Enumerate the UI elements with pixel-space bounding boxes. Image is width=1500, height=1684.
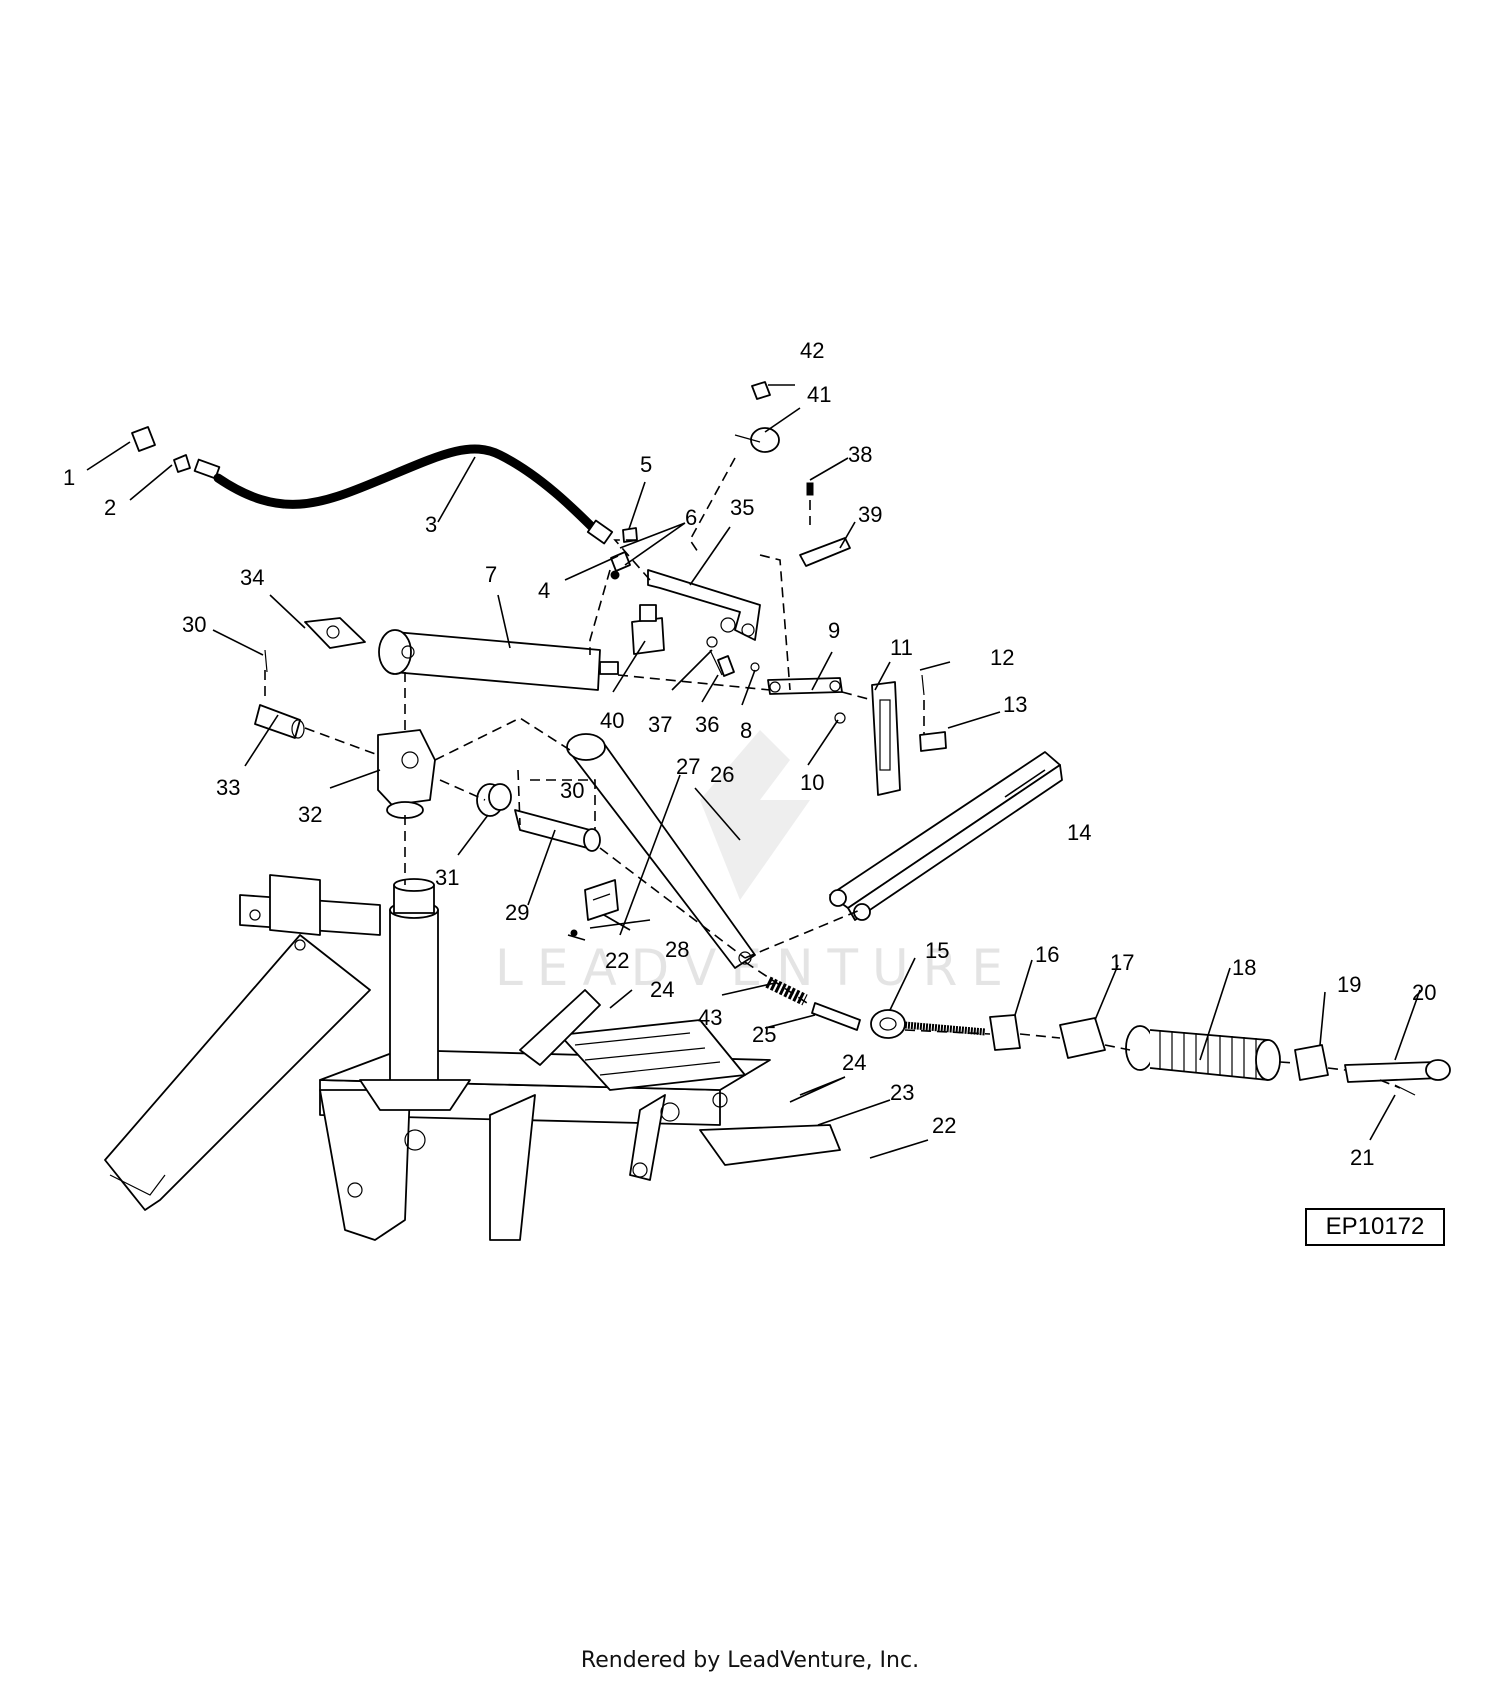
callout-1: 1 [63,465,75,490]
callout-29: 29 [505,900,529,925]
callout-25: 25 [752,1022,776,1047]
callout-19: 19 [1337,972,1361,997]
callout-14: 14 [1067,820,1091,845]
callout-17: 17 [1110,950,1134,975]
callout-8: 8 [740,718,752,743]
callout-16: 16 [1035,942,1059,967]
callout-35: 35 [730,495,754,520]
diagram-id-code: EP10172 [1305,1208,1445,1246]
callout-30b: 30 [560,778,584,803]
callout-22b: 22 [932,1113,956,1138]
render-credit: Rendered by LeadVenture, Inc. [580,1648,920,1673]
callout-43: 43 [698,1005,722,1030]
callout-23: 23 [890,1080,914,1105]
callout-31: 31 [435,865,459,890]
callout-38: 38 [848,442,872,467]
hydraulic-hose [131,426,614,545]
callout-13: 13 [1003,692,1027,717]
callout-12: 12 [990,645,1014,670]
callout-42: 42 [800,338,824,363]
callout-6: 6 [685,505,697,530]
callout-3: 3 [425,512,437,537]
callout-26: 26 [710,762,734,787]
watermark-logo-icon [700,730,810,900]
callout-28: 28 [665,937,689,962]
leader-lines [86,384,1421,1159]
callout-labels: 1 2 3 4 5 6 7 8 9 10 11 12 13 14 15 16 1… [63,338,1436,1170]
callout-5: 5 [640,452,652,477]
callout-30a: 30 [182,612,206,637]
callout-27: 27 [676,754,700,779]
callout-2: 2 [104,495,116,520]
callout-9: 9 [828,618,840,643]
callout-40: 40 [600,708,624,733]
frame-assembly [104,874,841,1241]
callout-41: 41 [807,382,831,407]
callout-32: 32 [298,802,322,827]
callout-4: 4 [538,578,550,603]
callout-24b: 24 [842,1050,866,1075]
callout-39: 39 [858,502,882,527]
callout-37: 37 [648,712,672,737]
callout-20: 20 [1412,980,1436,1005]
fitting-1 [131,426,156,452]
callout-7: 7 [485,562,497,587]
callout-18: 18 [1232,955,1256,980]
callout-24a: 24 [650,977,674,1002]
assembly-lines [264,457,1401,1089]
callout-34: 34 [240,565,264,590]
compression-spring [1125,1025,1281,1081]
fitting-2 [173,454,191,473]
hydraulic-cylinder [378,629,619,691]
callout-11: 11 [890,635,913,660]
callout-36: 36 [695,712,719,737]
callout-22a: 22 [605,948,629,973]
rail-14 [829,751,1063,921]
callout-10: 10 [800,770,824,795]
callout-15: 15 [925,938,949,963]
callout-21: 21 [1350,1145,1374,1170]
callout-33: 33 [216,775,240,800]
